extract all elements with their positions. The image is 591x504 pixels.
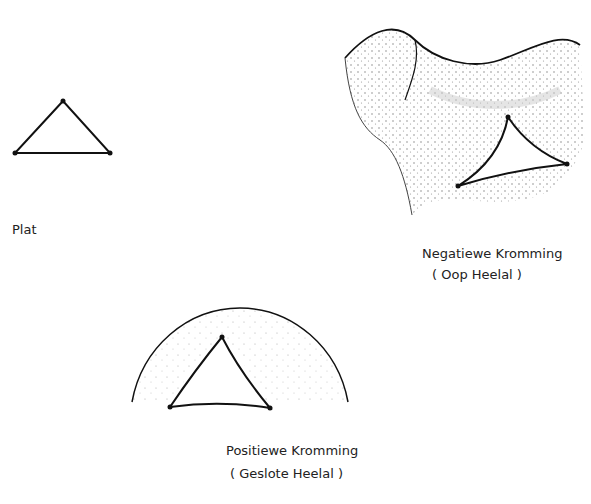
- caption-label: Plat: [12, 222, 37, 238]
- sphere-surface: [132, 308, 348, 410]
- caption-label: Negatiewe Kromming: [422, 246, 562, 262]
- flat-triangle: [13, 99, 113, 156]
- saddle-surface: [345, 30, 585, 215]
- caption-label: Positiewe Kromming: [226, 443, 358, 459]
- caption-label: ( Geslote Heelal ): [230, 466, 343, 482]
- caption-label: ( Oop Heelal ): [432, 267, 522, 283]
